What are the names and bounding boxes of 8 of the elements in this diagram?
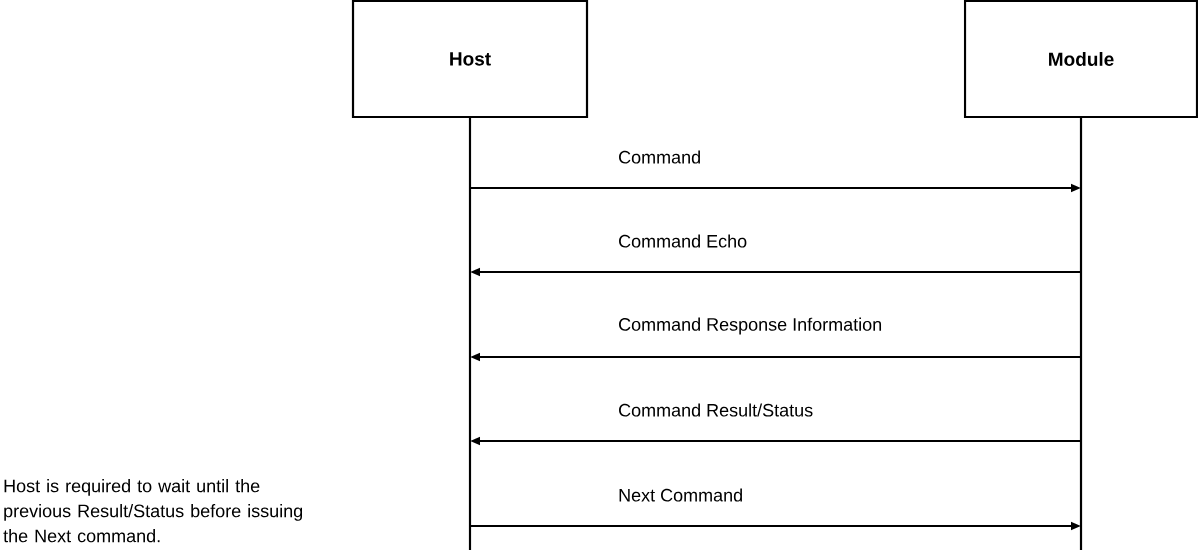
message-label: Next Command: [619, 488, 742, 502]
participant-box: Module: [963, 0, 1198, 119]
message-label: Command Result/Status: [619, 403, 813, 417]
participant-box: Host: [351, 0, 589, 119]
message-label: Command Echo: [619, 234, 747, 248]
message-label: Command: [619, 150, 700, 164]
note-text: Host is required to wait until the previous Result/Status before issuing the Next command.: [3, 479, 303, 543]
message-label: Command Response Information: [619, 317, 881, 335]
